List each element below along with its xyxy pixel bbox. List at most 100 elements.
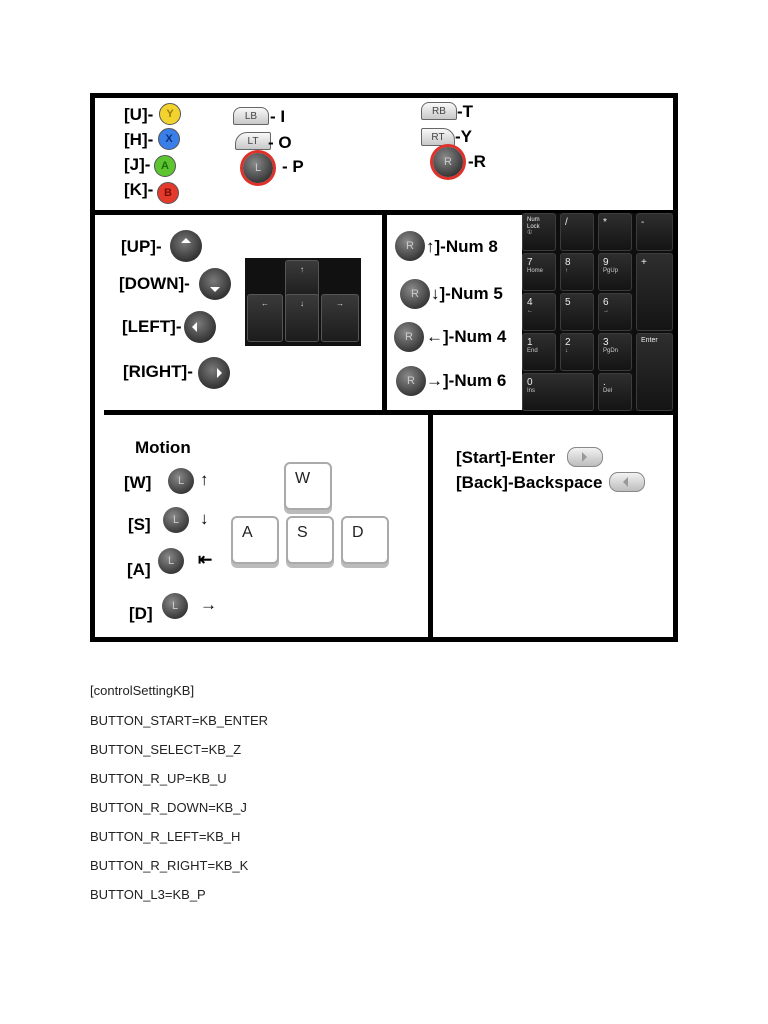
right-stick-press-icon: R	[433, 147, 463, 177]
config-section-header: [controlSettingKB]	[90, 683, 195, 698]
lt-key-label: - O	[268, 133, 292, 152]
back-label: [Back]-Backspace	[456, 473, 603, 492]
numpad-6-key: 6→	[598, 293, 632, 331]
key-number: 3	[603, 337, 609, 348]
right-stick-left-label: ←]-Num 4	[426, 327, 507, 346]
divider-vertical-lower	[428, 412, 433, 637]
y-button-icon: Y	[159, 103, 181, 125]
right-stick-icon: R	[396, 366, 426, 396]
x-button-icon: X	[158, 128, 180, 150]
key-number: 1	[527, 337, 533, 348]
right-stick-icon: R	[394, 322, 424, 352]
motion-s-label: [S]	[128, 515, 151, 534]
arrow-keys-photo: ↑ ← ↓ →	[245, 258, 361, 346]
right-stick-icon: R	[400, 279, 430, 309]
s-key: S	[286, 516, 334, 564]
lt-trigger-icon: LT	[235, 132, 271, 150]
divider-middle	[104, 410, 673, 415]
l3-key-label: - P	[282, 157, 304, 176]
key-number: .	[603, 377, 606, 388]
w-key: W	[284, 462, 332, 510]
face-key-label: [U]-	[124, 105, 154, 124]
face-key-label: [J]-	[124, 155, 151, 174]
numpad-dot-key: .Del	[598, 373, 632, 411]
motion-d-label: [D]	[129, 604, 153, 623]
lb-bumper-icon: LB	[233, 107, 269, 125]
dpad-left-icon	[184, 311, 216, 343]
config-line: BUTTON_L3=KB_P	[90, 887, 206, 902]
key-sub: Home	[527, 268, 544, 274]
key-sub: →	[603, 308, 609, 314]
key-sub: PgUp	[603, 268, 619, 274]
numpad-5-key: 5	[560, 293, 594, 331]
a-button-icon: A	[154, 155, 176, 177]
dpad-left-label: [LEFT]-	[122, 317, 182, 336]
right-stick-icon: R	[395, 231, 425, 261]
start-button-icon	[567, 447, 603, 467]
key-number: 8	[565, 257, 571, 268]
key-sub: PgDn	[603, 348, 619, 354]
r3-key-label: -R	[468, 152, 486, 171]
face-key-label: [K]-	[124, 180, 154, 199]
key-number: 6	[603, 297, 609, 308]
dpad-right-icon	[198, 357, 230, 389]
key-sub: End	[527, 348, 538, 354]
key-number: 7	[527, 257, 533, 268]
face-key-label: [H]-	[124, 130, 154, 149]
back-button-icon	[609, 472, 645, 492]
dpad-right-label: [RIGHT]-	[123, 362, 193, 381]
b-button-icon: B	[157, 182, 179, 204]
motion-w-label: [W]	[124, 473, 152, 492]
arrow-down-key: ↓	[285, 294, 319, 342]
key-sub: Del	[603, 388, 613, 394]
lb-key-label: - I	[270, 107, 286, 126]
key-number: 2	[565, 337, 571, 348]
motion-title: Motion	[135, 438, 191, 457]
rt-trigger-icon: RT	[421, 128, 455, 146]
config-line: BUTTON_START=KB_ENTER	[90, 713, 269, 728]
arrow-left-key: ←	[247, 294, 283, 342]
dpad-up-icon	[170, 230, 202, 262]
motion-a-label: [A]	[127, 560, 151, 579]
key-sub: ↑	[565, 268, 568, 274]
numpad-2-key: 2↓	[560, 333, 594, 371]
left-stick-icon: L	[158, 548, 184, 574]
dpad-up-label: [UP]-	[121, 237, 162, 256]
left-stick-press-icon: L	[243, 153, 273, 183]
start-label: [Start]-Enter	[456, 448, 556, 467]
key-sub: Ins	[527, 388, 536, 394]
arrow-left-icon: ⇤	[198, 550, 213, 569]
arrow-up-icon: ↑	[200, 470, 209, 489]
dpad-down-icon	[199, 268, 231, 300]
rb-bumper-icon: RB	[421, 102, 457, 120]
d-key: D	[341, 516, 389, 564]
divider-vertical-upper	[382, 212, 387, 414]
numpad-slash-key: /	[560, 213, 594, 251]
numpad-4-key: 4←	[522, 293, 556, 331]
a-key: A	[231, 516, 279, 564]
right-stick-right-label: →]-Num 6	[426, 371, 507, 390]
arrow-right-key: →	[321, 294, 359, 342]
left-stick-icon: L	[163, 507, 189, 533]
numpad-plus-key: +	[636, 253, 673, 331]
numlock-key-label: Num Lock	[527, 217, 540, 230]
numpad-minus-key: -	[636, 213, 673, 251]
config-line: BUTTON_R_DOWN=KB_J	[90, 800, 247, 815]
key-number: 0	[527, 377, 533, 388]
left-stick-icon: L	[162, 593, 188, 619]
key-sub: ↓	[565, 348, 568, 354]
arrow-right-icon: →	[200, 595, 217, 614]
config-line: BUTTON_R_RIGHT=KB_K	[90, 858, 249, 873]
numpad-star-key: *	[598, 213, 632, 251]
dpad-down-label: [DOWN]-	[119, 274, 190, 293]
rt-key-label: -Y	[455, 127, 472, 146]
key-sub: ←	[527, 308, 533, 314]
left-stick-icon: L	[168, 468, 194, 494]
config-line: BUTTON_SELECT=KB_Z	[90, 742, 242, 757]
